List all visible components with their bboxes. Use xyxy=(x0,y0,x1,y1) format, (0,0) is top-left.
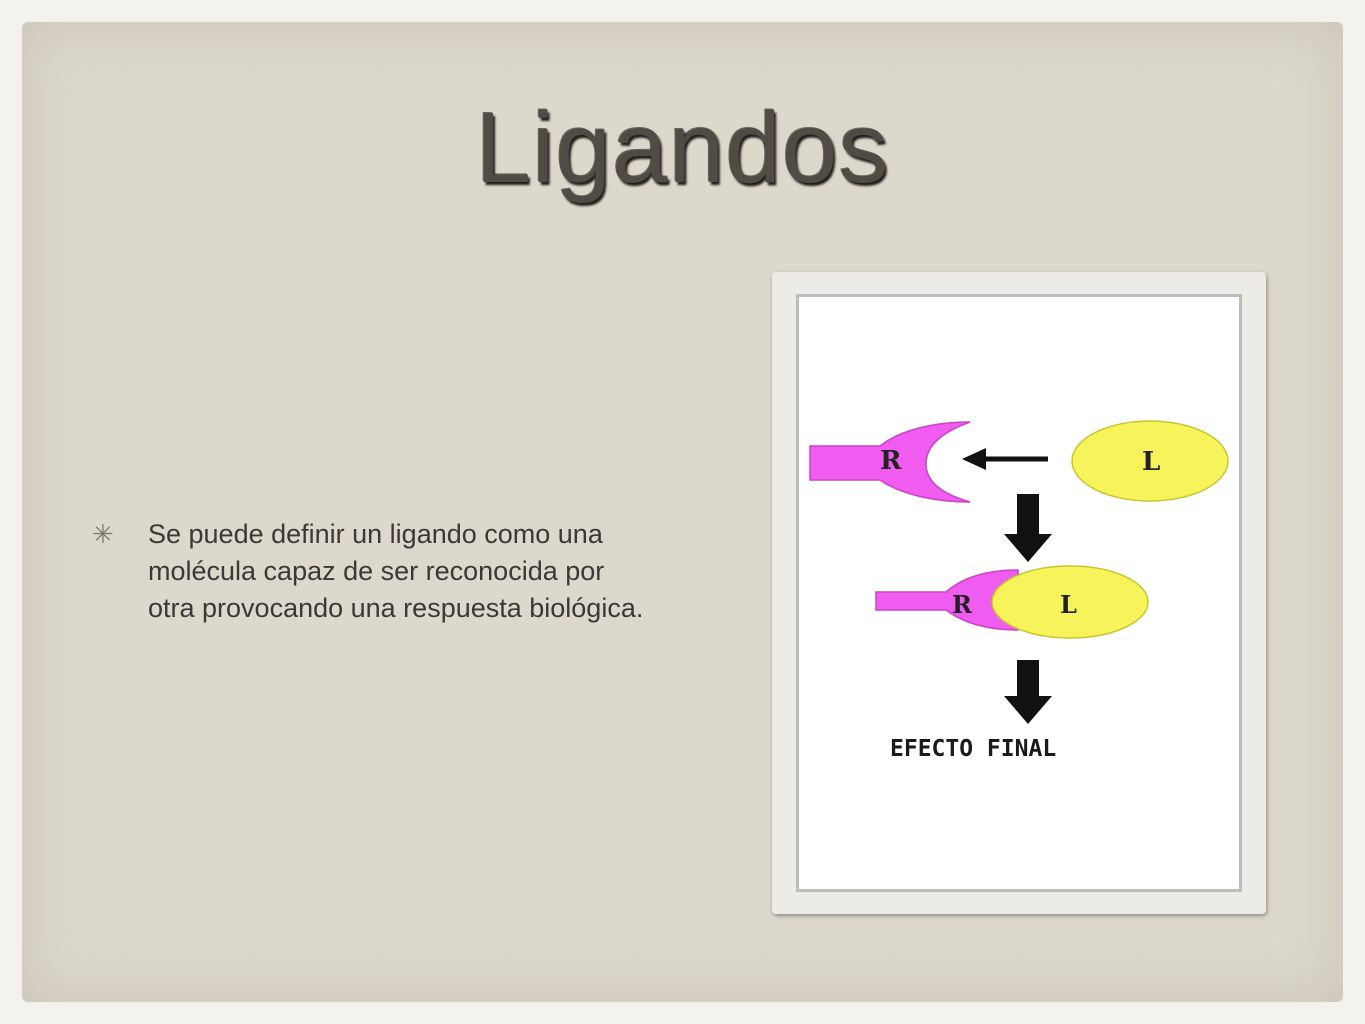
down-arrow-icon xyxy=(1004,660,1052,724)
ligand-label: L xyxy=(1142,447,1160,477)
binding-arrow-icon xyxy=(962,448,1048,470)
receptor-ligand-diagram: R L R L EFECTO FINAL xyxy=(809,420,1229,762)
asterisk-bullet-icon: ✳ xyxy=(92,519,114,549)
receptor-label: R xyxy=(880,446,902,476)
slide-title: Ligandos xyxy=(475,92,890,204)
diagram-frame: R L R L EFECTO FINAL xyxy=(772,272,1266,914)
ligand-shape xyxy=(1071,420,1229,502)
bullet-text: Se puede definir un ligando como una mol… xyxy=(148,519,644,623)
receptor-shape xyxy=(809,421,971,503)
bound-receptor-label: R xyxy=(952,590,973,619)
bound-ligand-label: L xyxy=(1060,590,1077,619)
bound-complex xyxy=(875,565,1149,639)
final-effect-label: EFECTO FINAL xyxy=(890,736,1056,762)
down-arrow-icon xyxy=(1004,494,1052,562)
